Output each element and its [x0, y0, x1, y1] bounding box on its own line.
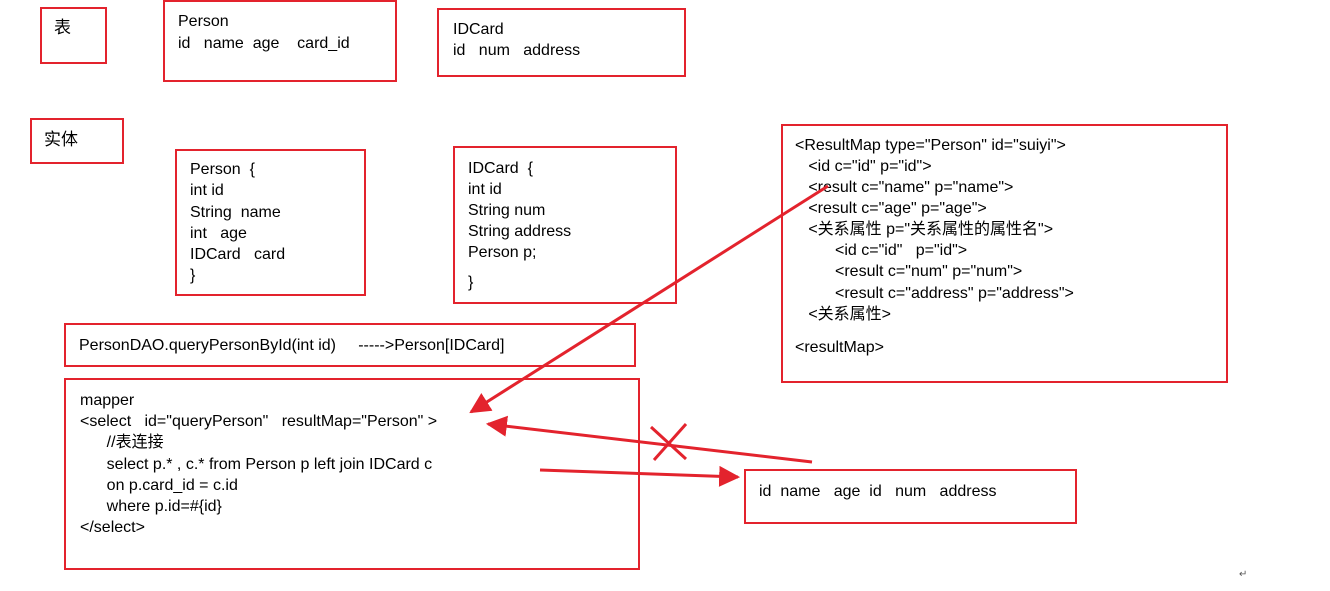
result-columns-text: id name age id num address	[759, 483, 997, 500]
result-map-line: <result c="address" p="address">	[795, 285, 1074, 302]
result-map-line: <resultMap>	[795, 339, 884, 356]
result-columns-box: id name age id num address	[744, 469, 1077, 524]
idcard-entity-line: Person p;	[468, 244, 537, 261]
idcard-entity-line: int id	[468, 181, 502, 198]
mapper-line: mapper	[80, 392, 135, 409]
table-label-box: 表	[40, 7, 107, 64]
result-map-box: <ResultMap type="Person" id="suiyi"> <id…	[781, 124, 1228, 383]
person-table-title: Person	[178, 13, 229, 30]
result-map-line: <result c="age" p="age">	[795, 200, 987, 217]
result-map-line: <关系属性 p="关系属性的属性名">	[795, 221, 1054, 238]
result-map-line: <id c="id" p="id">	[795, 242, 968, 259]
cross-mark-a	[649, 425, 688, 461]
person-entity-line: String name	[190, 204, 281, 221]
person-table-columns: id name age card_id	[178, 35, 350, 52]
idcard-table-title: IDCard	[453, 21, 504, 38]
result-map-line: <ResultMap type="Person" id="suiyi">	[795, 137, 1066, 154]
idcard-table-box: IDCard id num address	[437, 8, 686, 77]
cross-mark-b	[652, 423, 688, 461]
entity-label: 实体	[44, 130, 78, 149]
entity-label-box: 实体	[30, 118, 124, 164]
result-map-line: <result c="name" p="name">	[795, 179, 1014, 196]
result-map-line: <result c="num" p="num">	[795, 263, 1023, 280]
person-entity-line: }	[190, 267, 196, 284]
person-entity-line: int id	[190, 182, 224, 199]
idcard-entity-line: IDCard {	[468, 160, 533, 177]
idcard-entity-box: IDCard { int id String num String addres…	[453, 146, 677, 304]
person-entity-line: Person {	[190, 161, 255, 178]
mapper-line: //表连接	[80, 434, 164, 451]
mapper-box: mapper <select id="queryPerson" resultMa…	[64, 378, 640, 570]
dao-method-text: PersonDAO.queryPersonById(int id) ----->…	[79, 337, 505, 354]
result-map-line: <id c="id" p="id">	[795, 158, 932, 175]
mapper-line: <select id="queryPerson" resultMap="Pers…	[80, 413, 438, 430]
mapper-line: where p.id=#{id}	[80, 498, 222, 515]
person-entity-line: IDCard card	[190, 246, 286, 263]
idcard-entity-line: String address	[468, 223, 572, 240]
dao-method-box: PersonDAO.queryPersonById(int id) ----->…	[64, 323, 636, 367]
result-map-line: <关系属性>	[795, 306, 892, 323]
person-entity-line: int age	[190, 225, 247, 242]
idcard-table-columns: id num address	[453, 42, 581, 59]
idcard-entity-line: }	[468, 274, 474, 291]
table-label: 表	[54, 18, 71, 37]
person-entity-box: Person { int id String name int age IDCa…	[175, 149, 366, 296]
mapper-line: on p.card_id = c.id	[80, 477, 238, 494]
idcard-entity-line: String num	[468, 202, 546, 219]
return-mark: ↵	[1239, 569, 1248, 580]
mapper-line: </select>	[80, 519, 145, 536]
person-table-box: Person id name age card_id	[163, 0, 397, 82]
mapper-line: select p.* , c.* from Person p left join…	[80, 456, 433, 473]
